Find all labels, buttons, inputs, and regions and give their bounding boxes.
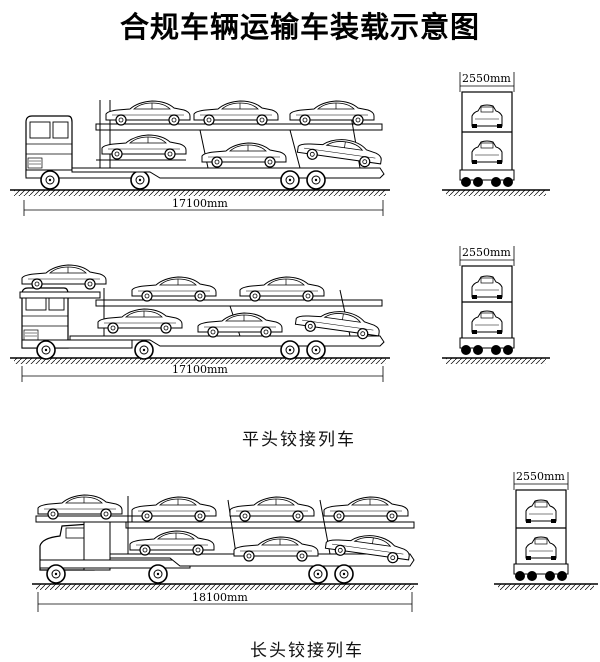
- dimension-width: 2550mm: [516, 470, 565, 483]
- flat-head-transporter-2-rear-view: 2550mm: [442, 246, 550, 364]
- long-head-transporter-side-view: 18100mm: [32, 494, 418, 612]
- long-head-transporter-rear-view: 2550mm: [494, 470, 598, 590]
- flat-head-transporter-side-view: 17100mm: [10, 100, 390, 216]
- caption-flat-head: 平头铰接列车: [242, 430, 356, 450]
- flat-head-transporter-2-side-view: 17100mm: [10, 264, 390, 382]
- dimension-length: 17100mm: [172, 363, 228, 376]
- dimension-length: 17100mm: [172, 197, 228, 210]
- dimension-width: 2550mm: [462, 246, 511, 259]
- diagram-title: 合规车辆运输车装载示意图: [119, 10, 480, 44]
- flat-head-transporter-rear-view: 2550mm: [442, 72, 550, 196]
- dimension-width: 2550mm: [462, 72, 511, 85]
- caption-long-head: 长头铰接列车: [250, 641, 364, 661]
- dimension-length: 18100mm: [192, 591, 248, 604]
